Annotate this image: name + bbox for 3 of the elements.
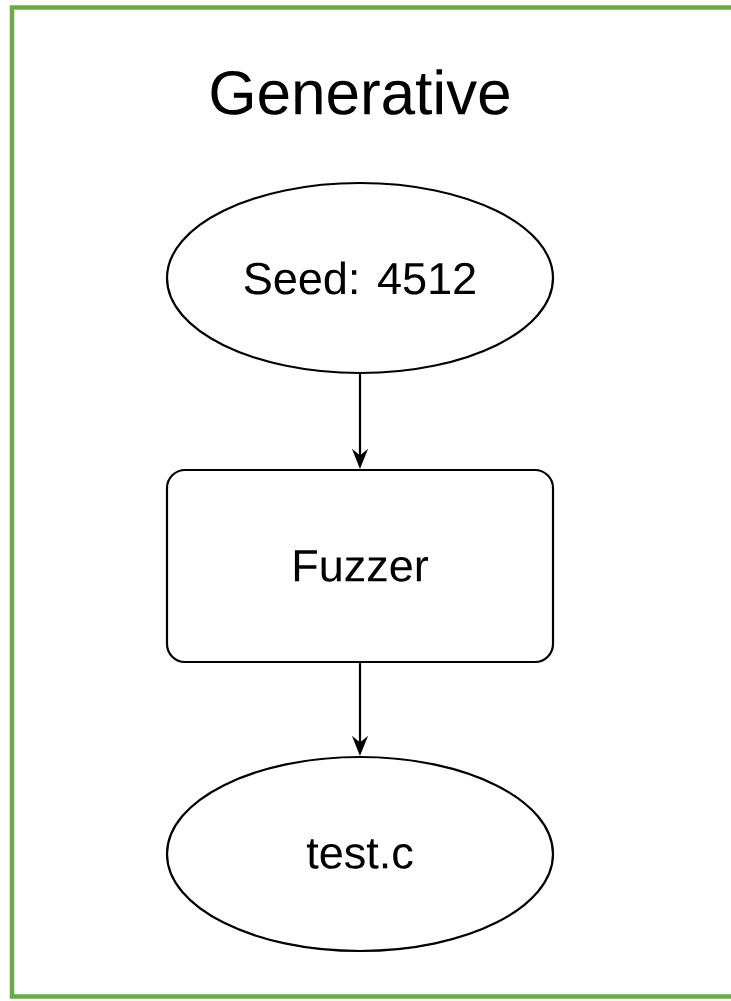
process-box: Fuzzer — [165, 468, 555, 664]
ellipse-node: Seed: 4512 — [165, 181, 555, 375]
ellipse-node: test.c — [165, 755, 555, 953]
